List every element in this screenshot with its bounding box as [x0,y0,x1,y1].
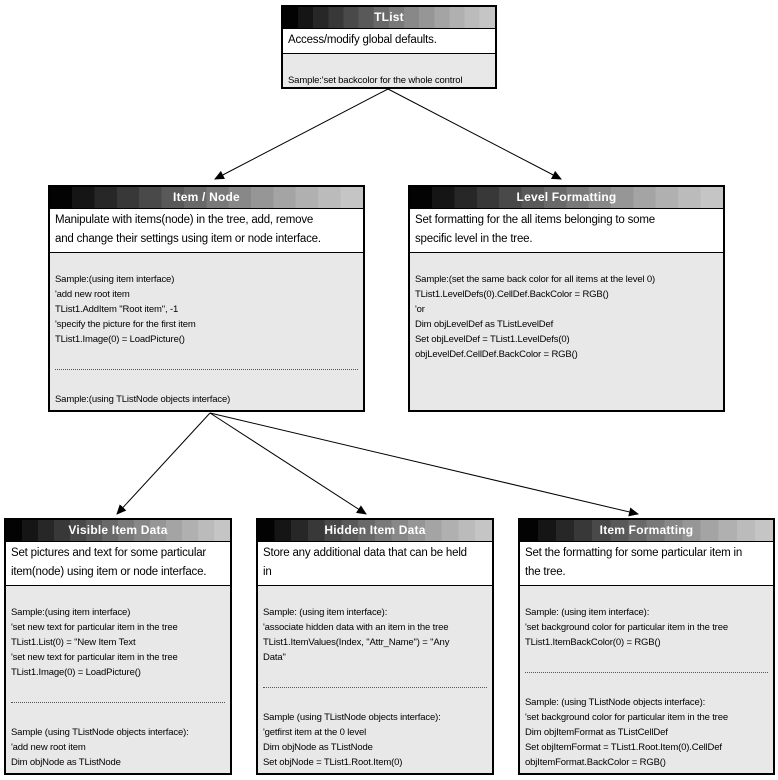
arrow-itemnode-to-visible-item-data [116,412,211,515]
node-hidden-item-data-description: Store any additional data that can be he… [258,542,492,586]
node-item-formatting: Item Formatting Set the formatting for s… [518,518,775,775]
dotted-divider [11,702,225,703]
node-item-formatting-sample: Sample: (using item interface): 'set bac… [520,586,773,773]
node-level-formatting-title: Level Formatting [410,187,723,209]
code-sample-node-interface: Sample (using TListNode objects interfac… [263,712,449,773]
code-sample: Sample:'set backcolor for the whole cont… [288,75,463,86]
node-tlist-description: Access/modify global defaults. [283,29,495,54]
node-item-node-sample: Sample:(using item interface) 'add new r… [50,253,363,410]
node-level-formatting-sample: Sample:(set the same back color for all … [410,253,723,410]
node-item-formatting-title: Item Formatting [520,520,773,542]
node-visible-item-data-description: Set pictures and text for some particula… [6,542,230,586]
node-hidden-item-data: Hidden Item Data Store any additional da… [256,518,494,775]
node-visible-item-data: Visible Item Data Set pictures and text … [4,518,232,775]
code-sample-item-interface: Sample:(using item interface) 'set new t… [11,607,178,678]
node-item-node-description: Manipulate with items(node) in the tree,… [50,209,363,253]
node-tlist-sample: Sample:'set backcolor for the whole cont… [283,54,495,87]
dotted-divider [263,687,487,688]
node-item-node: Item / Node Manipulate with items(node) … [48,185,365,412]
node-hidden-item-data-sample: Sample: (using item interface): 'associa… [258,586,492,773]
node-visible-item-data-sample: Sample:(using item interface) 'set new t… [6,586,230,773]
dotted-divider [525,672,768,673]
arrow-itemnode-to-hidden-item-data [209,412,367,515]
code-sample-node-interface: Sample (using TListNode objects interfac… [11,727,189,773]
code-sample-node-interface: Sample:(using TListNode objects interfac… [55,394,231,410]
node-item-formatting-description: Set the formatting for some particular i… [520,542,773,586]
code-sample-item-interface: Sample: (using item interface): 'set bac… [525,607,728,648]
node-level-formatting-description: Set formatting for the all items belongi… [410,209,723,253]
code-sample-item-interface: Sample: (using item interface): 'associa… [263,607,450,663]
node-tlist: TList Access/modify global defaults. Sam… [281,5,497,89]
code-sample-node-interface: Sample: (using TListNode objects interfa… [525,697,728,768]
code-sample-item-interface: Sample:(using item interface) 'add new r… [55,274,196,345]
code-sample: Sample:(set the same back color for all … [415,274,656,360]
arrow-tlist-to-level-formatting [387,88,562,180]
dotted-divider [55,369,358,370]
arrow-tlist-to-item-node [214,88,389,180]
node-visible-item-data-title: Visible Item Data [6,520,230,542]
node-tlist-title: TList [283,7,495,29]
node-item-node-title: Item / Node [50,187,363,209]
arrow-itemnode-to-item-formatting [209,412,639,517]
node-level-formatting: Level Formatting Set formatting for the … [408,185,725,412]
node-hidden-item-data-title: Hidden Item Data [258,520,492,542]
